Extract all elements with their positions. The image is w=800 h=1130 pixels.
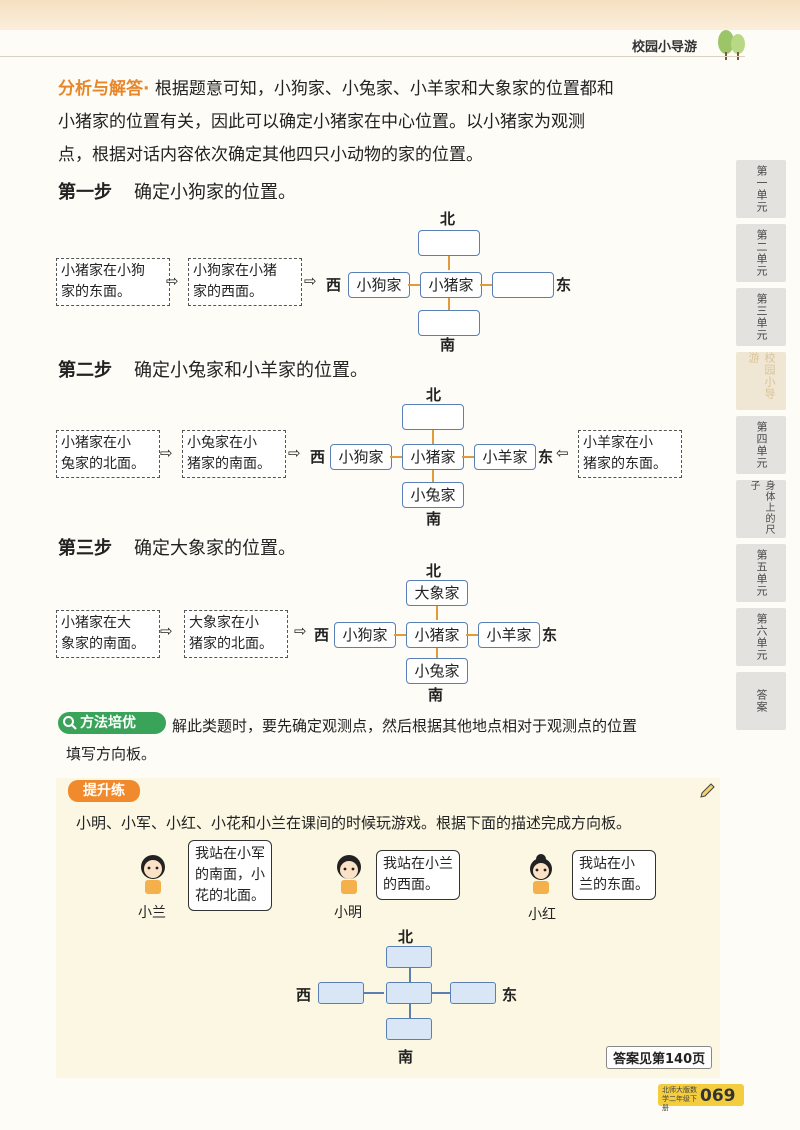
step1-east-box bbox=[492, 272, 554, 298]
step3-note-1: 小猪家在大象家的南面。 bbox=[56, 610, 160, 658]
step2-center-box: 小猪家 bbox=[402, 444, 464, 470]
north-label: 北 bbox=[426, 386, 442, 404]
side-tab[interactable]: 第五单元 bbox=[736, 544, 786, 602]
north-label: 北 bbox=[440, 210, 456, 228]
west-label: 西 bbox=[326, 276, 342, 294]
analysis-line-1: 分析与解答· 根据题意可知，小狗家、小兔家、小羊家和大象家的位置都和 bbox=[58, 79, 614, 99]
step3-south-box: 小兔家 bbox=[406, 658, 468, 684]
step2-note-1: 小猪家在小兔家的北面。 bbox=[56, 430, 160, 478]
arrow-right-icon: ⇨ bbox=[304, 272, 317, 290]
practice-tag: 提升练 bbox=[68, 780, 140, 802]
south-label: 南 bbox=[426, 510, 442, 528]
arrow-left-icon: ⇦ bbox=[556, 444, 569, 462]
step3-north-box: 大象家 bbox=[406, 580, 468, 606]
step2-right-note: 小羊家在小猪家的东面。 bbox=[578, 430, 682, 478]
east-label: 东 bbox=[502, 986, 518, 1004]
answer-reference[interactable]: 答案见第140页 bbox=[606, 1046, 713, 1069]
speech-bubble-3: 我站在小兰的东面。 bbox=[572, 850, 656, 900]
south-label: 南 bbox=[428, 686, 444, 704]
tree-icon bbox=[718, 30, 745, 60]
side-tab[interactable]: 第四单元 bbox=[736, 416, 786, 474]
header-divider bbox=[0, 56, 745, 57]
method-tag: 方法培优 bbox=[58, 712, 166, 734]
step1-note-1: 小猪家在小狗家的东面。 bbox=[56, 258, 170, 306]
side-tab[interactable]: 第六单元 bbox=[736, 608, 786, 666]
analysis-tag: 分析与解答 bbox=[58, 79, 143, 99]
side-tab[interactable]: 第一单元 bbox=[736, 160, 786, 218]
step2-west-box: 小狗家 bbox=[330, 444, 392, 470]
side-tab[interactable]: 答案 bbox=[736, 672, 786, 730]
step2-north-box bbox=[402, 404, 464, 430]
step1-south-box bbox=[418, 310, 480, 336]
speech-bubble-1: 我站在小军的南面，小花的北面。 bbox=[188, 840, 272, 911]
magnifier-icon bbox=[63, 716, 77, 730]
practice-center-box bbox=[386, 982, 432, 1004]
west-label: 西 bbox=[314, 626, 330, 644]
step-2-heading: 第二步确定小兔家和小羊家的位置。 bbox=[58, 360, 368, 381]
kid-name-3: 小红 bbox=[528, 907, 556, 923]
step2-note-2: 小兔家在小猪家的南面。 bbox=[182, 430, 286, 478]
kid-name-1: 小兰 bbox=[138, 905, 166, 921]
step3-east-box: 小羊家 bbox=[478, 622, 540, 648]
side-tab[interactable]: 第二单元 bbox=[736, 224, 786, 282]
step2-east-box: 小羊家 bbox=[474, 444, 536, 470]
analysis-line-3: 点，根据对话内容依次确定其他四只小动物的家的位置。 bbox=[58, 145, 483, 165]
practice-west-box bbox=[318, 982, 364, 1004]
kid-name-2: 小明 bbox=[334, 905, 362, 921]
analysis-line-2: 小猪家的位置有关，因此可以确定小猪家在中心位置。以小猪家为观测 bbox=[58, 112, 585, 132]
side-tab-current[interactable]: 校园小导游 bbox=[736, 352, 786, 410]
footer-small-text: 北师大版数学二年级下册 bbox=[662, 1086, 697, 1112]
practice-east-box bbox=[450, 982, 496, 1004]
girl-avatar-icon bbox=[141, 855, 165, 894]
top-band bbox=[0, 0, 800, 30]
method-text: 解此类题时，要先确定观测点，然后根据其他地点相对于观测点的位置 填写方向板。 bbox=[66, 717, 638, 763]
arrow-right-icon: ⇨ bbox=[166, 272, 179, 290]
step3-west-box: 小狗家 bbox=[334, 622, 396, 648]
arrow-right-icon: ⇨ bbox=[288, 444, 301, 462]
arrow-right-icon: ⇨ bbox=[160, 622, 173, 640]
pencil-icon bbox=[700, 783, 715, 798]
west-label: 西 bbox=[310, 448, 326, 466]
boy-avatar-icon bbox=[337, 855, 361, 894]
practice-south-box bbox=[386, 1018, 432, 1040]
step1-west-box: 小狗家 bbox=[348, 272, 410, 298]
north-label: 北 bbox=[426, 562, 442, 580]
south-label: 南 bbox=[398, 1048, 414, 1066]
side-tab[interactable]: 第三单元 bbox=[736, 288, 786, 346]
side-tabs: 第一单元 第二单元 第三单元 校园小导游 第四单元 身体上的尺子 第五单元 第六… bbox=[736, 160, 786, 736]
page-number: 069 bbox=[700, 1086, 736, 1106]
practice-question: 小明、小军、小红、小花和小兰在课间的时候玩游戏。根据下面的描述完成方向板。 bbox=[76, 814, 632, 832]
footer-badge bbox=[658, 1084, 744, 1106]
east-label: 东 bbox=[542, 626, 558, 644]
step-1-heading: 第一步确定小狗家的位置。 bbox=[58, 182, 296, 203]
practice-north-box bbox=[386, 946, 432, 968]
west-label: 西 bbox=[296, 986, 312, 1004]
girl-avatar-icon bbox=[530, 854, 552, 894]
south-label: 南 bbox=[440, 336, 456, 354]
arrow-right-icon: ⇨ bbox=[160, 444, 173, 462]
step-3-heading: 第三步确定大象家的位置。 bbox=[58, 538, 296, 559]
east-label: 东 bbox=[556, 276, 572, 294]
step1-north-box bbox=[418, 230, 480, 256]
header-title: 校园小导游 bbox=[632, 40, 698, 55]
step3-note-2: 大象家在小猪家的北面。 bbox=[184, 610, 288, 658]
arrow-right-icon: ⇨ bbox=[294, 622, 307, 640]
east-label: 东 bbox=[538, 448, 554, 466]
step2-south-box: 小兔家 bbox=[402, 482, 464, 508]
side-tab[interactable]: 身体上的尺子 bbox=[736, 480, 786, 538]
step1-center-box: 小猪家 bbox=[420, 272, 482, 298]
step1-note-2: 小狗家在小猪家的西面。 bbox=[188, 258, 302, 306]
north-label: 北 bbox=[398, 928, 414, 946]
step3-center-box: 小猪家 bbox=[406, 622, 468, 648]
speech-bubble-2: 我站在小兰的西面。 bbox=[376, 850, 460, 900]
